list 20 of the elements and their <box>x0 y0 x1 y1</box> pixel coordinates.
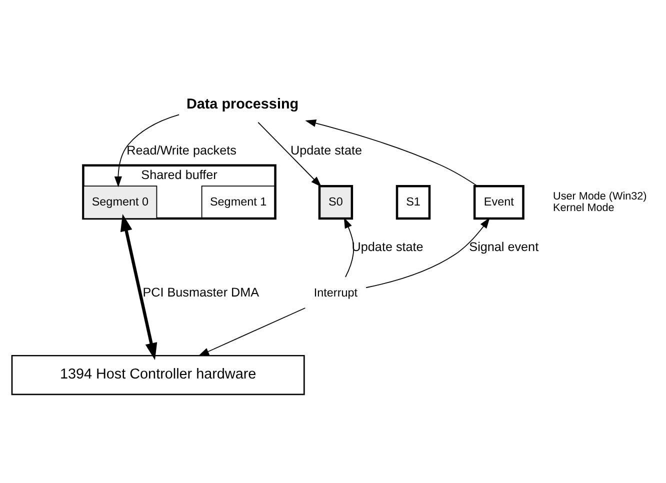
label: User Mode (Win32) <box>553 190 647 202</box>
arrow <box>120 214 158 360</box>
node-box: S0 <box>318 184 354 220</box>
edge-label: Read/Write packets <box>126 143 236 158</box>
node-box: Segment 1 <box>201 185 276 218</box>
arrow <box>366 217 490 288</box>
node-box: 1394 Host Controller hardware <box>11 354 305 395</box>
edge-label: PCI Busmaster DMA <box>142 285 260 300</box>
node-text: Data processing <box>186 96 299 112</box>
label: Kernel Mode <box>553 201 614 214</box>
arrow <box>305 119 478 186</box>
edge-label: Update state <box>290 143 362 158</box>
arrow <box>114 114 180 187</box>
node-text: Interrupt <box>314 286 358 299</box>
arrow <box>198 307 306 356</box>
edge-label: Signal event <box>469 240 539 254</box>
node-box: S1 <box>396 184 431 220</box>
node-box: Event <box>473 184 524 220</box>
arrow <box>258 121 322 187</box>
node-box: Segment 0 <box>83 185 158 218</box>
